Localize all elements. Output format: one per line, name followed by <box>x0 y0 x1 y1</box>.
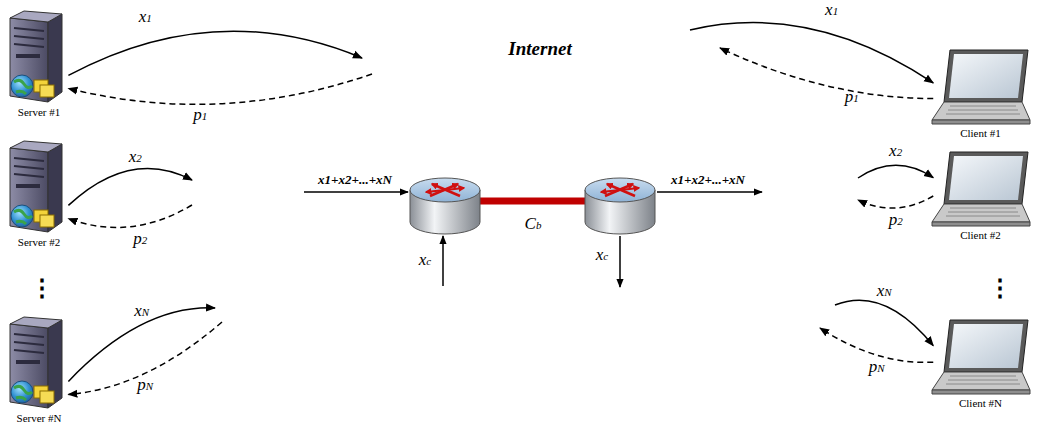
edge-label: p2 <box>133 230 147 249</box>
cloud-title: Internet <box>508 38 571 60</box>
device-label: Client #2 <box>960 229 1001 242</box>
bottleneck-link <box>478 198 588 205</box>
edge-label: pN <box>137 376 153 395</box>
aggregate-in-arrow <box>304 191 408 193</box>
edge-label: xN <box>877 282 892 301</box>
edge-label: pN <box>869 358 885 377</box>
client-node: Client #2 <box>928 150 1033 242</box>
aggregate-rate-label: x1+x2+...+xN <box>318 172 392 188</box>
edge-label: x1 <box>139 8 152 27</box>
ellipsis-mark: ⋮ <box>30 276 54 300</box>
cross-traffic-in-arrow <box>442 236 444 286</box>
server-node: Server #N <box>4 316 74 425</box>
feedback-connector <box>720 48 933 99</box>
data-connector <box>858 165 933 178</box>
device-label: Server #N <box>17 412 62 425</box>
internet-cloud: Internet <box>170 0 870 395</box>
client-node: Client #N <box>928 318 1033 410</box>
server-node: Server #2 <box>4 140 74 249</box>
cloud-shape <box>170 0 870 395</box>
edge-label: p1 <box>845 88 859 107</box>
device-label: Client #1 <box>960 127 1001 140</box>
router-left <box>410 178 480 234</box>
laptop-icon <box>928 48 1033 126</box>
server-node: Server #1 <box>4 10 74 119</box>
device-label: Server #2 <box>18 236 60 249</box>
device-label: Client #N <box>959 397 1002 410</box>
data-connector <box>68 31 362 75</box>
data-connector <box>68 168 192 205</box>
server-icon <box>4 316 74 411</box>
feedback-connector <box>858 196 933 208</box>
laptop-icon <box>928 318 1033 396</box>
data-connector <box>835 300 933 345</box>
ellipsis-mark: ⋮ <box>988 276 1012 300</box>
edge-label: x2 <box>889 142 902 161</box>
cross-traffic-out-arrow <box>619 236 621 287</box>
data-connector <box>690 23 933 83</box>
device-label: Server #1 <box>18 106 60 119</box>
symbol-label: xc <box>596 246 608 265</box>
edge-label: x1 <box>825 1 838 20</box>
edge-label: xN <box>134 302 149 321</box>
feedback-connector <box>68 205 192 227</box>
server-icon <box>4 140 74 235</box>
laptop-icon <box>928 150 1033 228</box>
router-right <box>585 178 655 234</box>
client-node: Client #1 <box>928 48 1033 140</box>
feedback-connector <box>68 74 372 104</box>
symbol-label: xc <box>419 251 431 270</box>
edge-label: p1 <box>193 106 207 125</box>
aggregate-out-arrow <box>657 191 762 193</box>
edge-label: p2 <box>889 211 903 230</box>
aggregate-rate-label: x1+x2+...+xN <box>671 172 745 188</box>
server-icon <box>4 10 74 105</box>
feedback-connector <box>68 322 222 394</box>
symbol-label: Cb <box>525 215 542 234</box>
edge-label: x2 <box>129 148 142 167</box>
